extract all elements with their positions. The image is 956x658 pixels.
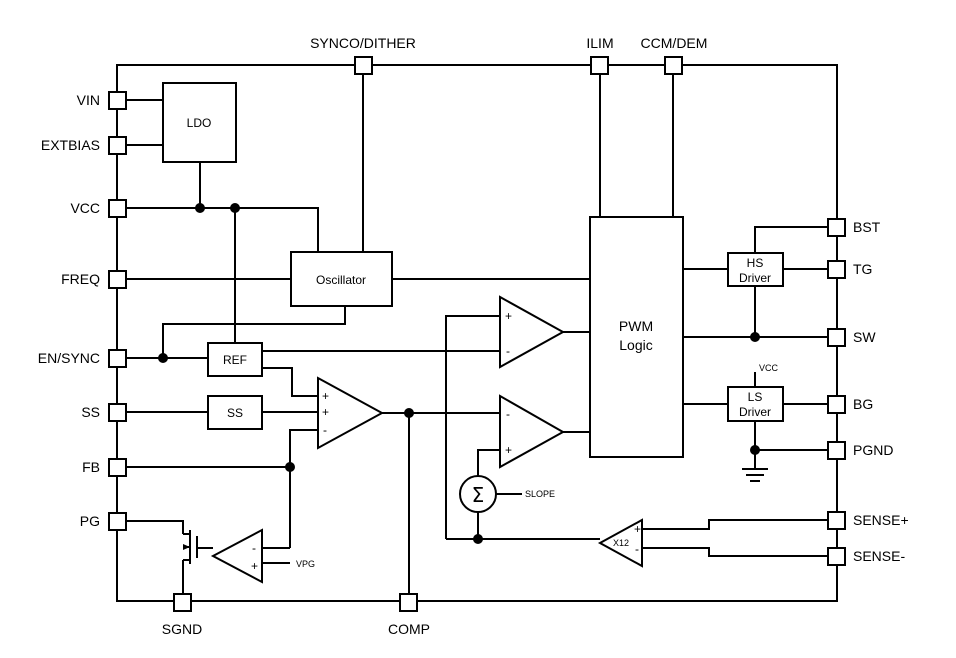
pin-ss: SS <box>81 404 100 420</box>
pin-sgnd: SGND <box>162 621 202 637</box>
ref-label: REF <box>223 353 247 367</box>
ea-plus-2: + <box>322 405 329 419</box>
pin-extbias: EXTBIAS <box>41 137 100 153</box>
pin-synco-dither: SYNCO/DITHER <box>310 35 416 51</box>
hs-label-2: Driver <box>739 271 771 285</box>
ls-driver-block: LS Driver <box>727 386 784 422</box>
slope-label: SLOPE <box>525 489 555 499</box>
vpg-label: VPG <box>296 559 315 569</box>
pin-bg: BG <box>853 396 873 412</box>
ldo-block: LDO <box>162 82 237 163</box>
pg-comparator: - + <box>210 528 263 584</box>
pgcmp-plus: + <box>251 559 258 573</box>
pin-sw: SW <box>853 329 876 345</box>
ea-minus: - <box>323 423 327 437</box>
oscillator-label: Oscillator <box>316 273 366 287</box>
pin-sense-plus: SENSE+ <box>853 512 909 528</box>
cmp2-minus: - <box>506 407 510 421</box>
sigma-symbol: Σ <box>472 483 485 507</box>
pin-boxes <box>108 56 846 612</box>
pin-fb: FB <box>82 459 100 475</box>
pwm-logic-block: PWM Logic <box>589 216 684 458</box>
slope-summer: Σ <box>459 475 497 513</box>
x12-amplifier: X12 + - <box>597 518 643 568</box>
pwm-comparator-upper: + - <box>499 295 566 369</box>
ls-vcc-label: VCC <box>759 363 779 373</box>
ldo-label: LDO <box>187 116 212 130</box>
ss-block-label: SS <box>227 406 243 420</box>
pwm-label-1: PWM <box>619 318 653 334</box>
pin-sense-minus: SENSE- <box>853 548 905 564</box>
cmp2-plus: + <box>505 443 512 457</box>
pin-vin: VIN <box>77 92 100 108</box>
pin-ilim: ILIM <box>586 35 613 51</box>
ss-block: SS <box>207 395 263 430</box>
pin-ccm-dem: CCM/DEM <box>641 35 708 51</box>
pin-freq: FREQ <box>61 271 100 287</box>
hs-label-1: HS <box>747 256 764 270</box>
hs-driver-block: HS Driver <box>727 252 784 287</box>
pin-en-sync: EN/SYNC <box>38 350 100 366</box>
cmp1-minus: - <box>506 344 510 358</box>
junction-dots <box>158 203 760 544</box>
pin-pgnd: PGND <box>853 442 893 458</box>
error-amplifier: + + - <box>317 376 385 450</box>
pg-transistor <box>183 530 198 564</box>
pin-vcc: VCC <box>70 200 100 216</box>
pin-comp: COMP <box>388 621 430 637</box>
x12-minus: - <box>635 542 639 556</box>
pin-bst: BST <box>853 219 881 235</box>
pgcmp-minus: - <box>252 541 256 555</box>
pwm-comparator-lower: - + <box>499 394 566 469</box>
pin-pg: PG <box>80 513 100 529</box>
oscillator-block: Oscillator <box>290 251 393 307</box>
x12-label: X12 <box>613 538 629 548</box>
pwm-label-2: Logic <box>619 337 652 353</box>
cmp1-plus: + <box>505 309 512 323</box>
wires <box>127 73 828 595</box>
ground-symbol <box>742 468 768 482</box>
ea-plus-1: + <box>322 389 329 403</box>
ref-block: REF <box>207 342 263 377</box>
x12-plus: + <box>634 522 641 536</box>
ls-label-2: Driver <box>739 405 771 419</box>
pin-tg: TG <box>853 261 872 277</box>
ls-label-1: LS <box>748 390 763 404</box>
